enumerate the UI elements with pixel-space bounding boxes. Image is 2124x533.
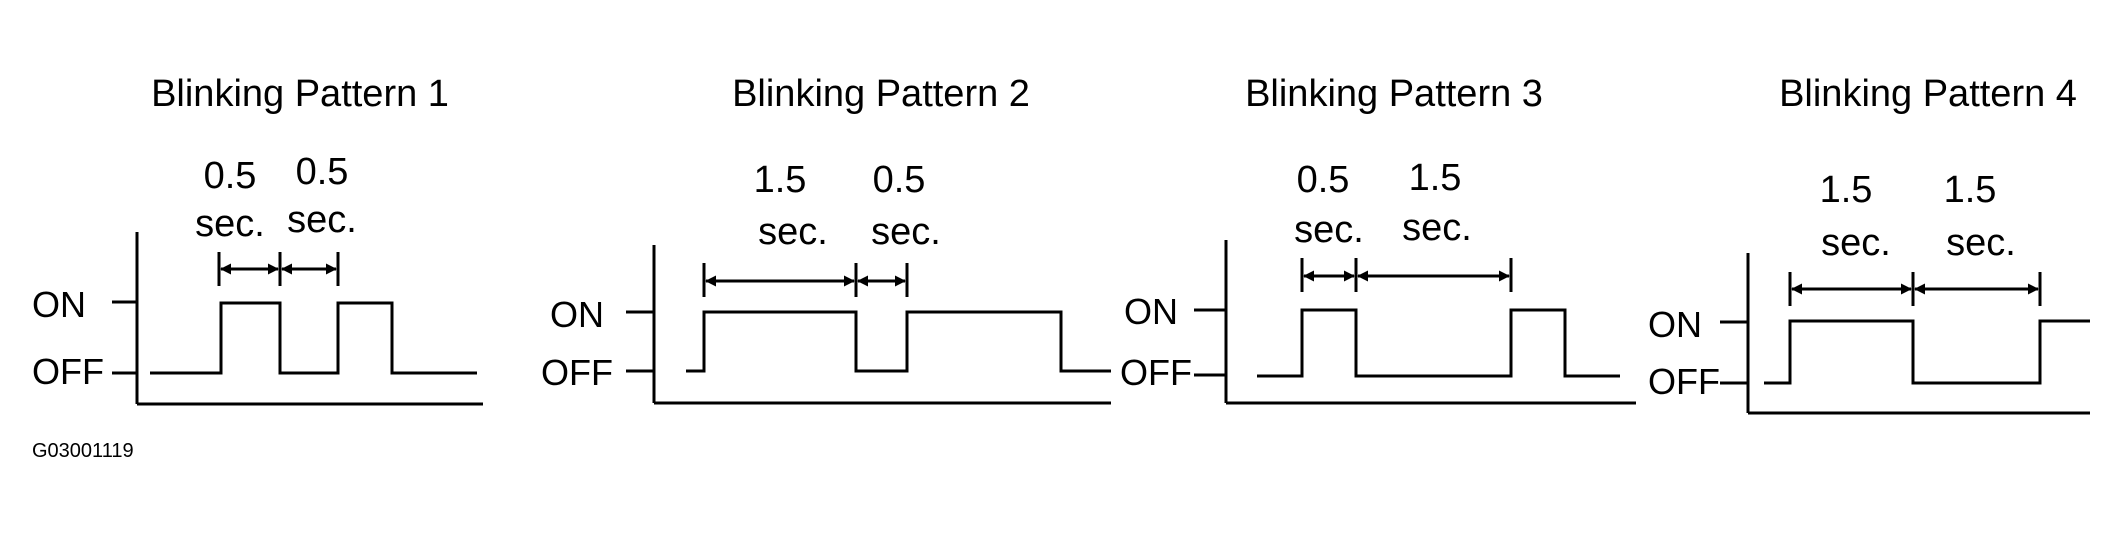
pattern-2-interval-2-unit: sec. — [871, 211, 941, 253]
pattern-1-off-label: OFF — [32, 351, 104, 392]
pattern-4-interval-1-unit: sec. — [1821, 222, 1891, 264]
pattern-2: Blinking Pattern 2 1.5 sec. 0.5 sec. ON … — [541, 73, 1111, 405]
pattern-1-interval-1-value: 0.5 — [204, 155, 257, 197]
pattern-4-on-label: ON — [1648, 304, 1702, 345]
pattern-2-off-label: OFF — [541, 352, 613, 393]
pattern-3-interval-1-value: 0.5 — [1297, 159, 1350, 201]
pattern-1: Blinking Pattern 1 0.5 sec. 0.5 sec. ON … — [32, 73, 483, 406]
pattern-3-interval-2-value: 1.5 — [1409, 157, 1462, 199]
pattern-2-signal-waveform — [686, 310, 1111, 373]
pattern-1-on-label: ON — [32, 284, 86, 325]
pattern-1-interval-2-unit: sec. — [287, 199, 357, 241]
pattern-3-on-label: ON — [1124, 291, 1178, 332]
pattern-4-title: Blinking Pattern 4 — [1779, 73, 2077, 115]
pattern-2-title: Blinking Pattern 2 — [732, 73, 1030, 115]
pattern-1-signal-waveform — [150, 301, 477, 375]
pattern-4-interval-2-value: 1.5 — [1944, 169, 1997, 211]
pattern-4: Blinking Pattern 4 1.5 sec. 1.5 sec. ON … — [1648, 73, 2090, 415]
diagram-code: G03001119 — [32, 440, 134, 462]
pattern-1-interval-2-value: 0.5 — [296, 151, 349, 193]
pattern-2-interval-2-value: 0.5 — [873, 159, 926, 201]
pattern-3-interval-1-unit: sec. — [1294, 209, 1364, 251]
pattern-3-off-label: OFF — [1120, 352, 1192, 393]
pattern-1-interval-1-unit: sec. — [195, 203, 265, 245]
pattern-3-signal-waveform — [1257, 308, 1620, 378]
pattern-3: Blinking Pattern 3 0.5 sec. 1.5 sec. ON … — [1120, 73, 1636, 405]
pattern-3-title: Blinking Pattern 3 — [1245, 73, 1543, 115]
pattern-4-interval-2-unit: sec. — [1946, 222, 2016, 264]
pattern-4-signal-waveform — [1764, 319, 2090, 385]
pattern-2-interval-1-unit: sec. — [758, 211, 828, 253]
pattern-3-interval-2-unit: sec. — [1402, 207, 1472, 249]
pattern-2-interval-1-value: 1.5 — [754, 159, 807, 201]
pattern-4-off-label: OFF — [1648, 361, 1720, 402]
pattern-4-interval-1-value: 1.5 — [1820, 169, 1873, 211]
pattern-2-on-label: ON — [550, 294, 604, 335]
pattern-1-title: Blinking Pattern 1 — [151, 73, 449, 115]
